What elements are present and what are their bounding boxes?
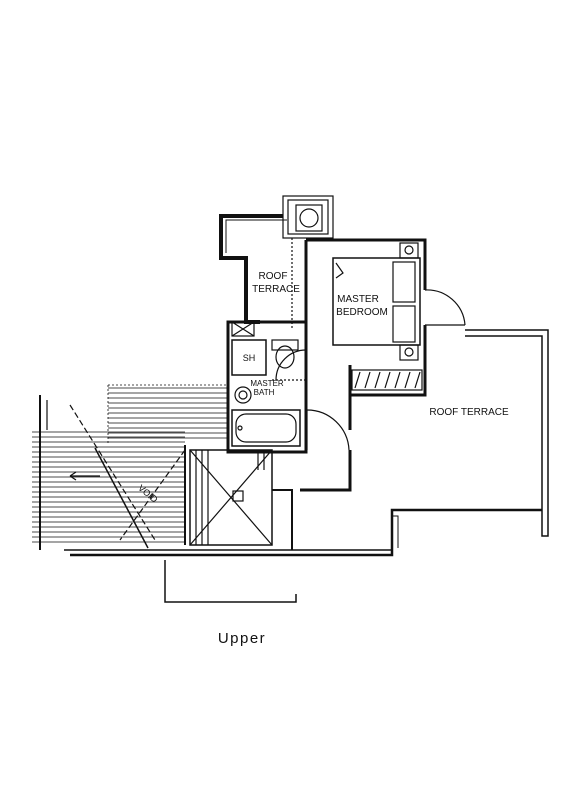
- master-bedroom-label-line1: MASTER: [337, 294, 379, 305]
- master-bath-label-line1: MASTER: [250, 379, 284, 388]
- master-bedroom-walls: [304, 238, 427, 397]
- small-roof-terrace-label-line2: TERRACE: [252, 284, 300, 295]
- stair-well: [189, 449, 293, 550]
- void-area: [32, 395, 186, 550]
- level-caption: Upper: [217, 630, 267, 647]
- chimney-box: [282, 195, 334, 239]
- master-bath: [226, 320, 308, 454]
- master-bedroom-label-line2: BEDROOM: [336, 307, 388, 318]
- shower-label: SH: [243, 353, 256, 363]
- large-roof-terrace-label: ROOF TERRACE: [429, 407, 509, 418]
- roof-overhang-hatch: [107, 384, 228, 445]
- bedroom-terrace-door: [424, 289, 466, 326]
- master-bath-label-line2: BATH: [254, 388, 275, 397]
- wardrobe: [351, 369, 423, 391]
- small-roof-terrace-label-line1: ROOF: [259, 271, 288, 282]
- bottom-ledge: [64, 549, 392, 603]
- large-roof-terrace-boundary: [70, 329, 549, 557]
- stair-door: [306, 409, 350, 451]
